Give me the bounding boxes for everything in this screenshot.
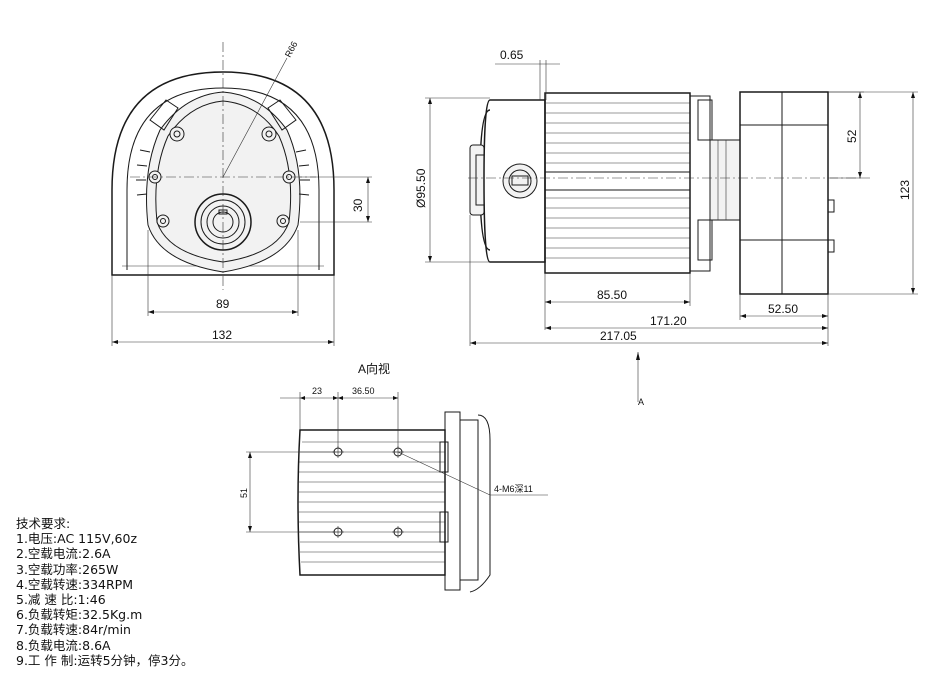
technical-requirements: 技术要求: 1.电压:AC 115V,60z 2.空载电流:2.6A 3.空载功… (16, 516, 194, 668)
tech-req-title: 技术要求: (16, 516, 71, 531)
side-view: 0.65 Ø95.50 85.50 52.50 171.20 217.05 (414, 48, 918, 407)
view-a-title: A向视 (358, 361, 390, 376)
dim-89: 89 (216, 297, 230, 311)
a-view: A向视 (239, 361, 548, 593)
dim-diameter: Ø95.50 (414, 168, 428, 208)
tech-req-item: 3.空载功率:265W (16, 561, 119, 577)
tech-req-item: 1.电压:AC 115V,60z (16, 531, 138, 547)
dim-85-50: 85.50 (597, 288, 627, 302)
dim-0-65: 0.65 (500, 48, 524, 62)
dim-36-50: 36.50 (352, 386, 375, 396)
dim-171-20: 171.20 (650, 314, 687, 328)
tech-req-item: 9.工 作 制:运转5分钟，停3分。 (16, 652, 194, 668)
dim-23: 23 (312, 386, 322, 396)
dim-217-05: 217.05 (600, 329, 637, 343)
dim-123: 123 (898, 180, 912, 200)
dim-52: 52 (845, 129, 859, 143)
tech-req-item: 8.负载电流:8.6A (16, 637, 111, 653)
dim-51: 51 (239, 488, 249, 498)
dim-52-50: 52.50 (768, 302, 798, 316)
tech-req-item: 4.空载转速:334RPM (16, 576, 134, 592)
tech-req-item: 6.负载转矩:32.5Kg.m (16, 607, 143, 623)
dim-r66: R66 (283, 40, 300, 59)
front-view: R66 30 89 132 (111, 40, 372, 346)
front-bolts (148, 126, 296, 228)
thread-callout: 4-M6深11 (494, 484, 533, 494)
tech-req-item: 7.负载转速:84r/min (16, 622, 131, 638)
tech-req-item: 2.空载电流:2.6A (16, 546, 111, 562)
dim-30: 30 (351, 198, 365, 212)
view-a-marker: A (638, 397, 644, 407)
dim-132: 132 (212, 328, 232, 342)
tech-req-item: 5.减 速 比:1:46 (16, 592, 106, 608)
